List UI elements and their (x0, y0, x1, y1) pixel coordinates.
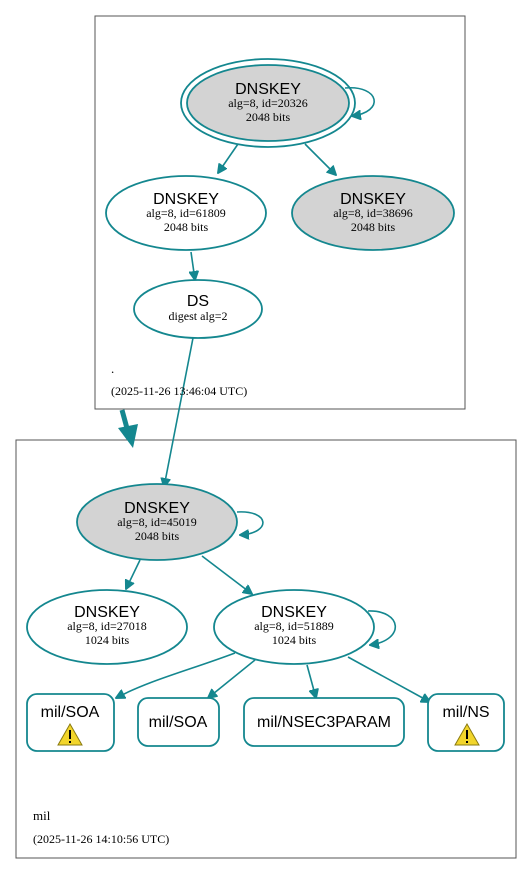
mil-key-b-type: DNSKEY (261, 604, 327, 621)
edge-keyb-rec2 (208, 659, 256, 698)
root-zsk2-detail: alg=8, id=38696 (333, 206, 413, 220)
ds-node[interactable]: DS digest alg=2 (133, 279, 263, 339)
record-label: mil/NSEC3PARAM (257, 714, 391, 731)
edge-milksk-keya (126, 559, 141, 589)
edge-keyb-self (367, 610, 397, 645)
mil-key-b-detail: alg=8, id=51889 (254, 619, 334, 633)
record-label: mil/NS (442, 704, 489, 721)
ds-detail: digest alg=2 (168, 309, 227, 323)
root-ksk-detail: alg=8, id=20326 (228, 96, 308, 110)
record-mil-soa-2[interactable]: mil/SOA (137, 697, 220, 747)
root-zone-timestamp: (2025-11-26 13:46:04 UTC) (111, 384, 247, 398)
mil-key-b-node[interactable]: DNSKEY alg=8, id=51889 1024 bits (213, 589, 375, 665)
root-zsk1-node[interactable]: DNSKEY alg=8, id=61809 2048 bits (105, 175, 267, 251)
warning-triangle-icon (57, 722, 83, 746)
edge-keyb-rec3 (306, 664, 316, 698)
record-label: mil/SOA (149, 714, 208, 731)
mil-ksk-type: DNSKEY (124, 500, 190, 517)
root-ksk-type: DNSKEY (235, 81, 301, 98)
edge-ksk-zsk2 (304, 143, 336, 175)
ds-type: DS (187, 293, 209, 310)
root-zsk2-size: 2048 bits (351, 220, 396, 234)
mil-ksk-size: 2048 bits (135, 529, 180, 543)
mil-key-a-type: DNSKEY (74, 604, 140, 621)
edge-ksk-zsk1 (218, 143, 239, 173)
mil-zone-name: mil (33, 808, 51, 823)
root-zsk2-type: DNSKEY (340, 191, 406, 208)
root-zsk1-type: DNSKEY (153, 191, 219, 208)
mil-zone-box (15, 439, 517, 859)
delegation-arrow (118, 409, 138, 448)
root-ksk-size: 2048 bits (246, 110, 291, 124)
mil-ksk-detail: alg=8, id=45019 (117, 515, 197, 529)
root-zsk1-detail: alg=8, id=61809 (146, 206, 226, 220)
record-label: mil/SOA (41, 704, 100, 721)
mil-key-a-detail: alg=8, id=27018 (67, 619, 147, 633)
warning-triangle-icon (454, 722, 480, 746)
mil-key-a-node[interactable]: DNSKEY alg=8, id=27018 1024 bits (26, 589, 188, 665)
edge-milksk-keyb (201, 555, 252, 594)
root-zone-box (94, 15, 466, 410)
root-ksk-node[interactable]: DNSKEY alg=8, id=20326 2048 bits (180, 58, 356, 148)
edge-zsk1-ds (191, 251, 195, 280)
edge-milksk-self (236, 511, 264, 535)
root-zone-name: . (111, 361, 114, 376)
record-mil-soa-1[interactable]: mil/SOA (26, 693, 115, 752)
edge-keyb-rec4 (347, 656, 430, 702)
edge-ksk-self (344, 87, 375, 116)
root-zsk2-node[interactable]: DNSKEY alg=8, id=38696 2048 bits (291, 175, 455, 251)
mil-ksk-node[interactable]: DNSKEY alg=8, id=45019 2048 bits (76, 483, 238, 561)
record-mil-ns[interactable]: mil/NS (427, 693, 505, 752)
edge-ds-milksk (164, 337, 194, 487)
mil-key-a-size: 1024 bits (85, 633, 130, 647)
edge-keyb-rec1 (116, 652, 236, 698)
mil-zone-timestamp: (2025-11-26 14:10:56 UTC) (33, 832, 169, 846)
root-zsk1-size: 2048 bits (164, 220, 209, 234)
mil-key-b-size: 1024 bits (272, 633, 317, 647)
record-mil-nsec3param[interactable]: mil/NSEC3PARAM (243, 697, 405, 747)
